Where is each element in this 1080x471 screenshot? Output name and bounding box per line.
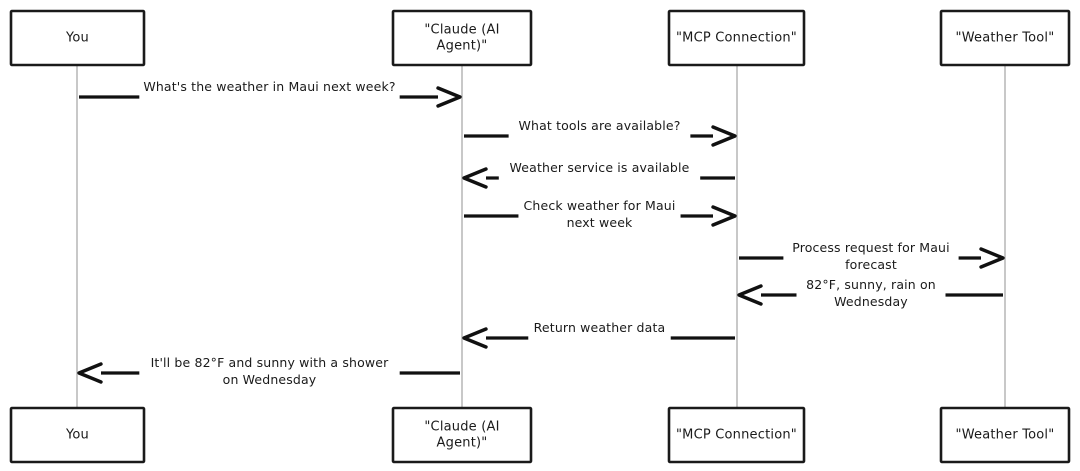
message-label: Process request for Maui bbox=[792, 240, 949, 255]
participant-box-frame bbox=[667, 9, 806, 67]
participant-box-frame bbox=[391, 9, 533, 67]
message-label: Return weather data bbox=[534, 320, 666, 335]
participant-label-you: You bbox=[65, 31, 89, 46]
participant-label-you: You bbox=[65, 428, 89, 443]
arrowhead-right bbox=[979, 247, 1005, 269]
participant-box-frame bbox=[667, 406, 806, 464]
participant-label-claude: Agent)" bbox=[437, 436, 488, 451]
participant-box-frame bbox=[939, 406, 1071, 464]
participant-box-frame bbox=[391, 406, 533, 464]
message-5-mcp-to-tool[interactable]: Process request for Maui forecast bbox=[739, 240, 1005, 272]
participant-box-mcp-bottom[interactable]: "MCP Connection" bbox=[667, 406, 806, 464]
message-label: What tools are available? bbox=[519, 118, 681, 133]
arrowhead-left bbox=[737, 284, 763, 306]
message-label: What's the weather in Maui next week? bbox=[143, 79, 395, 94]
message-label: Weather service is available bbox=[510, 160, 690, 175]
participant-label-mcp: "MCP Connection" bbox=[676, 31, 797, 46]
arrowhead-right bbox=[436, 86, 462, 108]
participant-box-mcp-top[interactable]: "MCP Connection" bbox=[667, 9, 806, 67]
participant-box-you-bottom[interactable]: You bbox=[9, 406, 146, 464]
participant-label-claude: Agent)" bbox=[437, 39, 488, 54]
message-label: on Wednesday bbox=[223, 372, 317, 387]
messages-group: What's the weather in Maui next week? Wha… bbox=[77, 79, 1005, 387]
lifelines-group bbox=[76, 65, 1006, 408]
message-3-mcp-to-claude[interactable]: Weather service is available bbox=[462, 160, 735, 189]
message-2-claude-to-mcp[interactable]: What tools are available? bbox=[464, 118, 737, 147]
participant-box-frame bbox=[939, 9, 1071, 67]
participant-label-mcp: "MCP Connection" bbox=[676, 428, 797, 443]
participant-box-frame bbox=[9, 406, 146, 464]
arrowhead-right bbox=[711, 125, 737, 147]
participant-box-you-top[interactable]: You bbox=[9, 9, 146, 67]
message-label: It'll be 82°F and sunny with a shower bbox=[151, 355, 390, 370]
message-label: next week bbox=[567, 215, 633, 230]
participant-label-tool: "Weather Tool" bbox=[956, 428, 1055, 443]
message-1-you-to-claude[interactable]: What's the weather in Maui next week? bbox=[79, 79, 462, 108]
participant-box-frame bbox=[9, 9, 146, 67]
participant-box-tool-top[interactable]: "Weather Tool" bbox=[939, 9, 1071, 67]
message-8-claude-to-you[interactable]: It'll be 82°F and sunny with a shower on … bbox=[77, 355, 460, 387]
participant-label-claude: "Claude (AI bbox=[424, 23, 499, 38]
participant-label-claude: "Claude (AI bbox=[424, 420, 499, 435]
message-label: forecast bbox=[845, 257, 897, 272]
arrowhead-left bbox=[77, 362, 103, 384]
message-6-tool-to-mcp[interactable]: 82°F, sunny, rain on Wednesday bbox=[737, 277, 1003, 309]
message-7-mcp-to-claude[interactable]: Return weather data bbox=[462, 320, 735, 349]
participant-label-tool: "Weather Tool" bbox=[956, 31, 1055, 46]
participant-box-tool-bottom[interactable]: "Weather Tool" bbox=[939, 406, 1071, 464]
message-label: Wednesday bbox=[834, 294, 908, 309]
message-label: Check weather for Maui bbox=[524, 198, 676, 213]
arrowhead-right bbox=[711, 205, 737, 227]
message-label: 82°F, sunny, rain on bbox=[806, 277, 936, 292]
arrowhead-left bbox=[462, 167, 488, 189]
arrowhead-left bbox=[462, 327, 488, 349]
message-4-claude-to-mcp[interactable]: Check weather for Maui next week bbox=[464, 198, 737, 230]
